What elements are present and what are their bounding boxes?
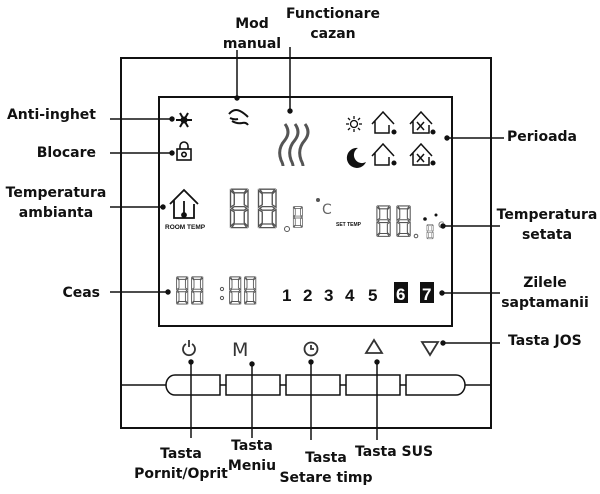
label-line: Perioada [507,129,577,145]
hand-icon [228,109,249,126]
lcd-screen [158,96,453,327]
label-line: Tasta JOS [508,333,582,349]
house-away-icon [409,142,436,166]
clock-icon [303,341,319,357]
snowflake-icon [176,112,192,128]
label-line: Tasta [305,450,347,466]
up-key[interactable] [345,374,401,396]
label-line: Zilele [523,275,567,291]
down-key[interactable] [405,374,466,396]
leader-lines [110,47,504,440]
power-key[interactable] [165,374,221,396]
label-tasta-meniu: Tasta Meniu [222,436,282,476]
room-temp-digits [229,188,320,232]
day-6: 6 [396,285,405,304]
house-icon [371,110,397,135]
label-line: Ceas [62,285,100,301]
label-line: Tasta [231,438,273,454]
label-zilele-saptamanii: Zilele saptamanii [496,273,594,313]
lock-icon [176,141,192,161]
label-anti-inghet: Anti-inghet [0,105,96,125]
day-7: 7 [422,285,431,304]
day-1: 1 [282,286,291,305]
time-set-key[interactable] [285,374,341,396]
power-icon [182,340,196,357]
label-line: Pornit/Oprit [134,466,228,482]
label-line: ambianta [18,205,94,221]
room-temp-label: ROOM TEMP [165,224,206,231]
label-line: Tasta SUS [355,444,434,460]
label-line: Temperatura [496,207,598,223]
label-line: Tasta [160,446,202,462]
label-functionare-cazan: Functionare cazan [283,4,383,44]
label-line: Blocare [36,145,96,161]
label-line: Temperatura [5,185,107,201]
day-7-highlight [420,282,434,303]
label-tasta-jos: Tasta JOS [508,331,582,351]
weekdays: 1 2 3 4 5 6 7 [282,282,434,305]
house-away-icon [409,110,436,135]
label-line: manual [222,36,282,52]
room-temp-house-icon [169,188,199,219]
clock-digits [176,276,257,305]
label-line: Mod [235,16,269,32]
day-3: 3 [324,286,333,305]
room-temp-unit: C [322,202,332,218]
label-temperatura-ambianta: Temperatura ambianta [2,183,110,223]
label-mod-manual: Mod manual [222,14,282,54]
label-line: setata [521,227,573,243]
label-perioada: Perioada [507,127,577,147]
set-temp-label: SET TEMP [336,222,362,228]
set-temp-digits [376,205,438,240]
menu-icon: M [232,339,248,361]
label-tasta-sus: Tasta SUS [355,442,433,462]
label-tasta-pornit-oprit: Tasta Pornit/Oprit [126,444,236,484]
house-icon [371,142,397,166]
sun-icon [346,116,362,132]
label-line: Anti-inghet [6,107,96,123]
device-outer-frame [120,57,492,429]
day-6-highlight [394,282,408,303]
day-5: 5 [368,286,377,305]
menu-key[interactable] [225,374,281,396]
label-line: Meniu [227,458,277,474]
day-4: 4 [345,286,355,305]
label-line: Setare timp [279,470,373,486]
label-ceas: Ceas [0,283,100,303]
heat-waves-icon [278,123,310,167]
day-2: 2 [303,286,312,305]
label-tasta-setare-timp: Tasta Setare timp [276,448,376,488]
label-line: Functionare [285,6,381,22]
label-line: cazan [310,26,356,42]
label-temperatura-setata: Temperatura setata [494,205,600,245]
label-line: saptamanii [501,295,589,311]
up-triangle-icon [364,338,384,354]
moon-icon [346,147,366,168]
label-blocare: Blocare [0,143,96,163]
down-triangle-icon [420,341,440,357]
